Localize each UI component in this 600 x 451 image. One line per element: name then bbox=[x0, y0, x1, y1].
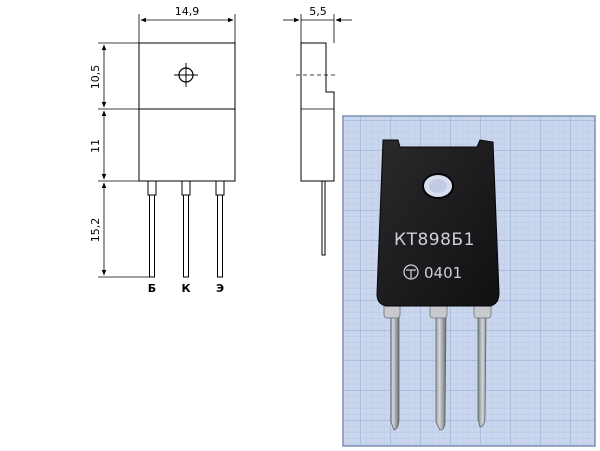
package-body-outline bbox=[138, 108, 236, 182]
height-top-label: 10,5 bbox=[89, 65, 102, 90]
component-photo: КТ898Б1 0401 bbox=[342, 115, 596, 447]
photo-marking-date-code: 0401 bbox=[424, 264, 462, 282]
front-view-drawing: 14,9 10,5 11 15,2 Б К Э bbox=[89, 5, 236, 295]
side-lead bbox=[321, 180, 326, 256]
photo-leads bbox=[383, 295, 492, 431]
package-tab-outline bbox=[138, 42, 236, 110]
pin-label-emitter: Э bbox=[216, 282, 224, 295]
width-label: 14,9 bbox=[175, 5, 200, 18]
height-mid-label: 11 bbox=[89, 139, 102, 153]
photo-marking-part-number: КТ898Б1 bbox=[394, 230, 475, 250]
side-profile-outline bbox=[300, 42, 335, 182]
pin-label-collector: К bbox=[182, 282, 191, 295]
width-dimension: 14,9 bbox=[138, 5, 236, 43]
side-view-drawing: 5,5 bbox=[283, 5, 352, 256]
pin-label-base: Б bbox=[148, 282, 156, 295]
manufacturer-logo bbox=[403, 264, 419, 280]
leads-drawing bbox=[147, 180, 225, 278]
mounting-hole-symbol bbox=[174, 63, 198, 87]
height-dimensions: 10,5 11 15,2 bbox=[89, 42, 149, 278]
side-width-label: 5,5 bbox=[309, 5, 327, 18]
height-leads-label: 15,2 bbox=[89, 218, 102, 243]
photo-package-body bbox=[376, 139, 500, 307]
